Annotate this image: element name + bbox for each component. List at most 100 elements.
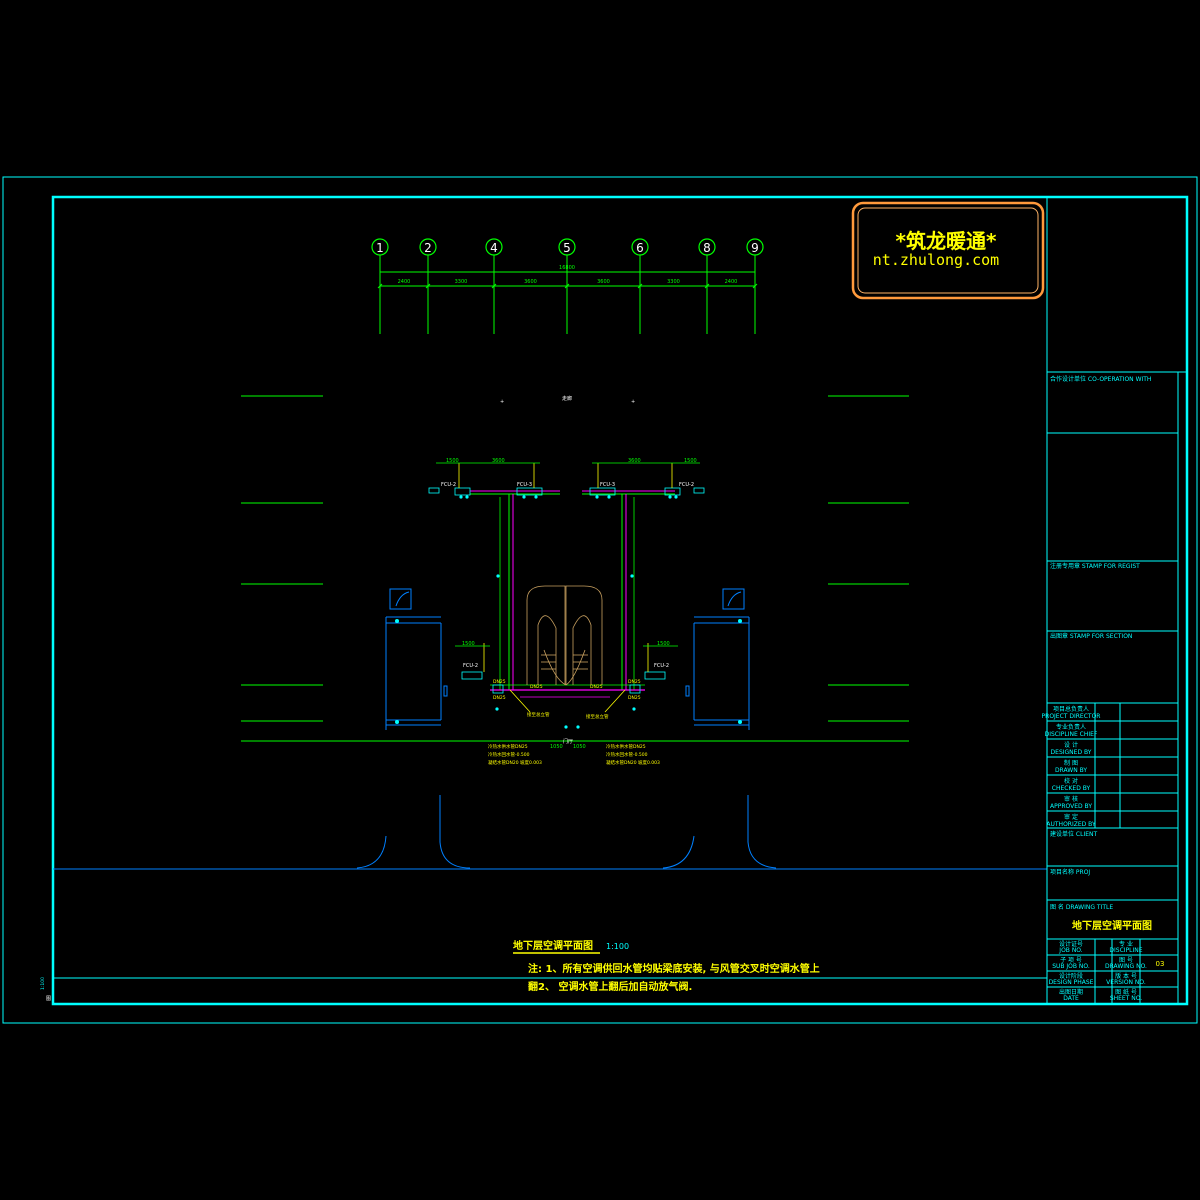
legend-left-3: 凝结水管DN20 坡度0.003 (488, 759, 542, 766)
tb-role-cn: 设 计 (1064, 741, 1078, 749)
tb-role-en: DRAWN BY (1055, 767, 1087, 774)
axis-label: 8 (703, 241, 711, 255)
tb-role-cn: 校 对 (1064, 777, 1078, 785)
fcu-label-1: FCU-2 (441, 482, 456, 488)
tb-drawing-title-label: 图 名 DRAWING TITLE (1050, 903, 1113, 911)
dim-side-left: 1500 (462, 641, 475, 647)
riser-label-left: 接至总立管 (527, 711, 550, 718)
corridor-mark-left: + (500, 399, 504, 405)
dim-bottom-2: 1050 (573, 744, 586, 750)
tb-row-left-cn: 设计证号 (1059, 940, 1083, 948)
dim-top-right-1: 3600 (628, 458, 641, 464)
tb-role-cn: 项目总负责人 (1053, 705, 1089, 713)
tb-row-left-en: JOB NO. (1058, 947, 1082, 954)
tb-role-en: AUTHORIZED BY (1046, 821, 1096, 828)
tb-row-right-en: DISCIPLINE (1109, 947, 1142, 954)
axis-label: 4 (490, 241, 498, 255)
pipe-size-right-2: DN25 (628, 695, 641, 701)
tb-row-left-cn: 设计阶段 (1059, 972, 1083, 980)
axis-bubble (419, 238, 437, 256)
axis-label: 6 (636, 241, 644, 255)
tb-row-right-cn: 图 纸 号 (1115, 988, 1137, 996)
tb-role-en: APPROVED BY (1050, 803, 1092, 810)
tb-row-right-en: DRAWING NO. (1105, 963, 1147, 970)
axis-bubble (631, 238, 649, 256)
tb-row-right-en: SHEET NO. (1110, 995, 1142, 1002)
tb-row-left-en: DESIGN PHASE (1049, 979, 1094, 986)
logo-line1: *筑龙暖通* (896, 229, 997, 253)
axis-span-dim: 3300 (667, 279, 680, 285)
fcu-label-2: FCU-3 (517, 482, 532, 488)
drawing-scale: 1:100 (606, 942, 629, 951)
tb-coop-unit: 合作设计单位 CO-OPERATION WITH (1050, 375, 1151, 383)
tb-client: 建设单位 CLIENT (1050, 830, 1097, 838)
fcu-label-4: FCU-2 (679, 482, 694, 488)
tb-stamp-regist: 注册专用章 STAMP FOR REGIST (1050, 562, 1140, 570)
tb-row-right-cn: 版 本 号 (1115, 972, 1137, 980)
legend-left-2: 冷热水回水管-0.500 (488, 751, 530, 758)
axis-total-dim: 16800 (559, 265, 575, 271)
axis-span-dim: 3300 (455, 279, 468, 285)
pipe-size-right-1: DN25 (628, 679, 641, 685)
tb-row-right-en: VERSION NO. (1106, 979, 1146, 986)
legend-right-2: 冷热水回水管-0.500 (606, 751, 648, 758)
pipe-system (428, 462, 705, 729)
axis-label: 5 (563, 241, 571, 255)
riser-label-right: 接至总立管 (586, 713, 609, 720)
margin-scale: 1:100 (40, 977, 46, 990)
fcu-label-5: FCU-2 (463, 663, 478, 669)
tb-project: 项目名称 PROJ (1050, 868, 1090, 876)
axis-span-dim: 3600 (524, 279, 537, 285)
margin-mark: 图 (46, 996, 51, 1002)
corridor-label: 走廊 (562, 395, 572, 402)
staircase (526, 585, 603, 686)
tb-row-right-cn: 图 号 (1119, 957, 1133, 964)
hall-label: 门厅 (563, 738, 573, 745)
logo-line2: nt.zhulong.com (873, 251, 999, 269)
tb-role-en: DESIGNED BY (1051, 749, 1092, 756)
tb-row-left-cn: 出图日期 (1059, 988, 1083, 996)
tb-role-cn: 专业负责人 (1056, 723, 1086, 731)
axis-bubble (746, 238, 764, 256)
dim-side-right: 1500 (657, 641, 670, 647)
tb-row-left-cn: 子 项 号 (1060, 957, 1082, 964)
fcu-label-3: FCU-3 (600, 482, 615, 488)
tb-drawing-title: 地下层空调平面图 (1072, 919, 1152, 932)
tb-row-value: 03 (1156, 960, 1165, 968)
axis-bubble (698, 238, 716, 256)
axis-label: 9 (751, 241, 759, 255)
legend-right-3: 凝结水管DN20 坡度0.003 (606, 759, 660, 766)
drawing-title: 地下层空调平面图 (513, 939, 593, 952)
title-block (1046, 197, 1187, 1004)
dim-top-left-2: 3600 (492, 458, 505, 464)
note-line-2: 翻2、 空调水管上翻后加自动放气阀. (528, 980, 692, 993)
column-marker (395, 720, 399, 724)
pipe-size-left-3: DN25 (530, 684, 543, 690)
axis-label: 2 (424, 241, 432, 255)
tb-role-en: PROJECT DIRECTOR (1042, 713, 1101, 720)
legend-left-1: 冷热水供水管DN25 (488, 743, 528, 750)
outer-frame (2, 176, 1198, 1024)
column-marker (738, 619, 742, 623)
dim-top-left-1: 1500 (446, 458, 459, 464)
dim-bottom-1: 1050 (550, 744, 563, 750)
fcu-label-6: FCU-2 (654, 663, 669, 669)
pipe-size-left-2: DN25 (493, 695, 506, 701)
column-marker (738, 720, 742, 724)
tb-role-en: CHECKED BY (1052, 785, 1091, 792)
legend-right-1: 冷热水供水管DN25 (606, 743, 646, 750)
column-marker (395, 619, 399, 623)
zhulong-logo: *筑龙暖通* nt.zhulong.com (851, 201, 1045, 300)
pipe-size-right-3: DN25 (590, 684, 603, 690)
pipe-size-left-1: DN25 (493, 679, 506, 685)
axis-bubble (558, 238, 576, 256)
building-walls (241, 395, 909, 742)
corridor-mark-right: + (631, 399, 635, 405)
axis-span-dim: 2400 (398, 279, 411, 285)
axis-span-dim: 3600 (597, 279, 610, 285)
note-line-1: 注: 1、所有空调供回水管均贴梁底安装, 与风管交叉时空调水管上 (528, 962, 820, 975)
